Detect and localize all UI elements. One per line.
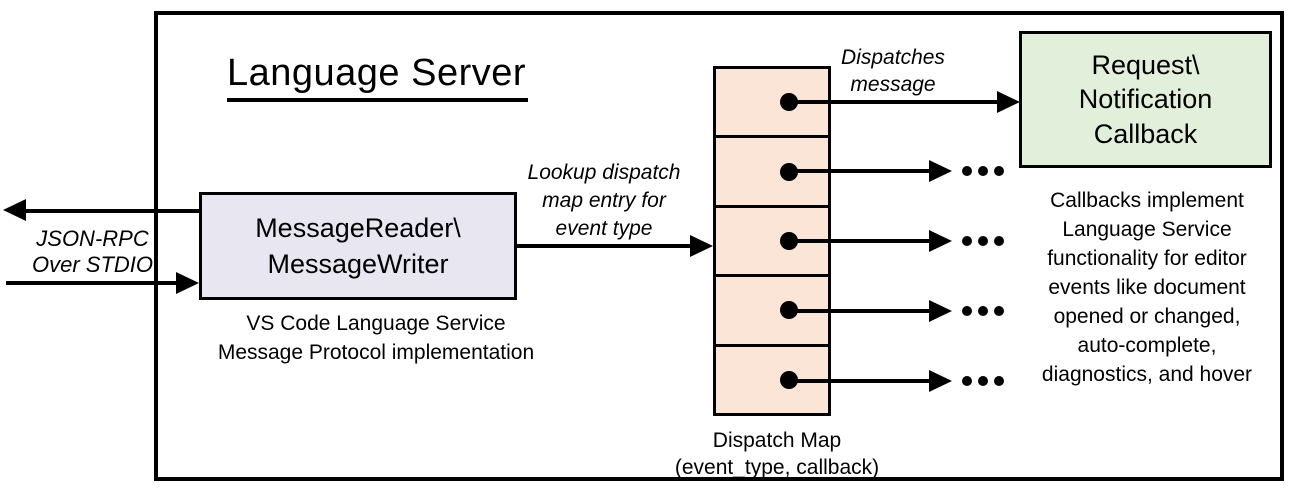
language-server-boundary: [154, 11, 1284, 481]
dispatch-arrow-line: [786, 379, 931, 383]
ellipsis-icon: [962, 376, 1004, 386]
message-reader-writer-box: MessageReader\ MessageWriter: [199, 192, 517, 300]
json-rpc-label: JSON-RPC Over STDIO: [31, 226, 153, 277]
dispatch-arrow-line: [786, 309, 931, 313]
ellipsis-icon: [962, 166, 1004, 176]
callbacks-note: Callbacks implement Language Service fun…: [1041, 189, 1253, 386]
dispatch-arrowhead-icon: [929, 160, 952, 182]
dispatch-arrow-line: [786, 169, 931, 173]
dispatch-map-cell: [716, 138, 828, 208]
stdio-in-arrow-line: [6, 281, 178, 285]
ellipsis-icon: [962, 306, 1004, 316]
dispatch-arrowhead-icon: [997, 91, 1020, 113]
dispatch-arrow-line: [786, 100, 1000, 104]
dispatch-arrowhead-icon: [929, 230, 952, 252]
diagram-title: Language Server: [227, 52, 529, 102]
ellipsis-icon: [962, 236, 1004, 246]
dispatch-arrowhead-icon: [929, 300, 952, 322]
stdio-out-arrowhead-icon: [3, 199, 26, 221]
message-box-caption: VS Code Language Service Message Protoco…: [217, 312, 535, 364]
stdio-in-arrowhead-icon: [176, 272, 199, 294]
request-notification-callback-box: Request\ Notification Callback: [1019, 31, 1272, 168]
lookup-arrow-line: [517, 244, 692, 248]
lookup-arrowhead-icon: [690, 235, 713, 257]
dispatch-arrowhead-icon: [929, 370, 952, 392]
stdio-out-arrow-line: [24, 209, 199, 213]
dispatch-arrow-line: [786, 239, 931, 243]
dispatches-message-label: Dispatches message: [841, 46, 945, 96]
dispatch-map-caption: Dispatch Map (event_type, callback): [674, 429, 880, 479]
lookup-label: Lookup dispatch map entry for event type: [527, 161, 681, 240]
